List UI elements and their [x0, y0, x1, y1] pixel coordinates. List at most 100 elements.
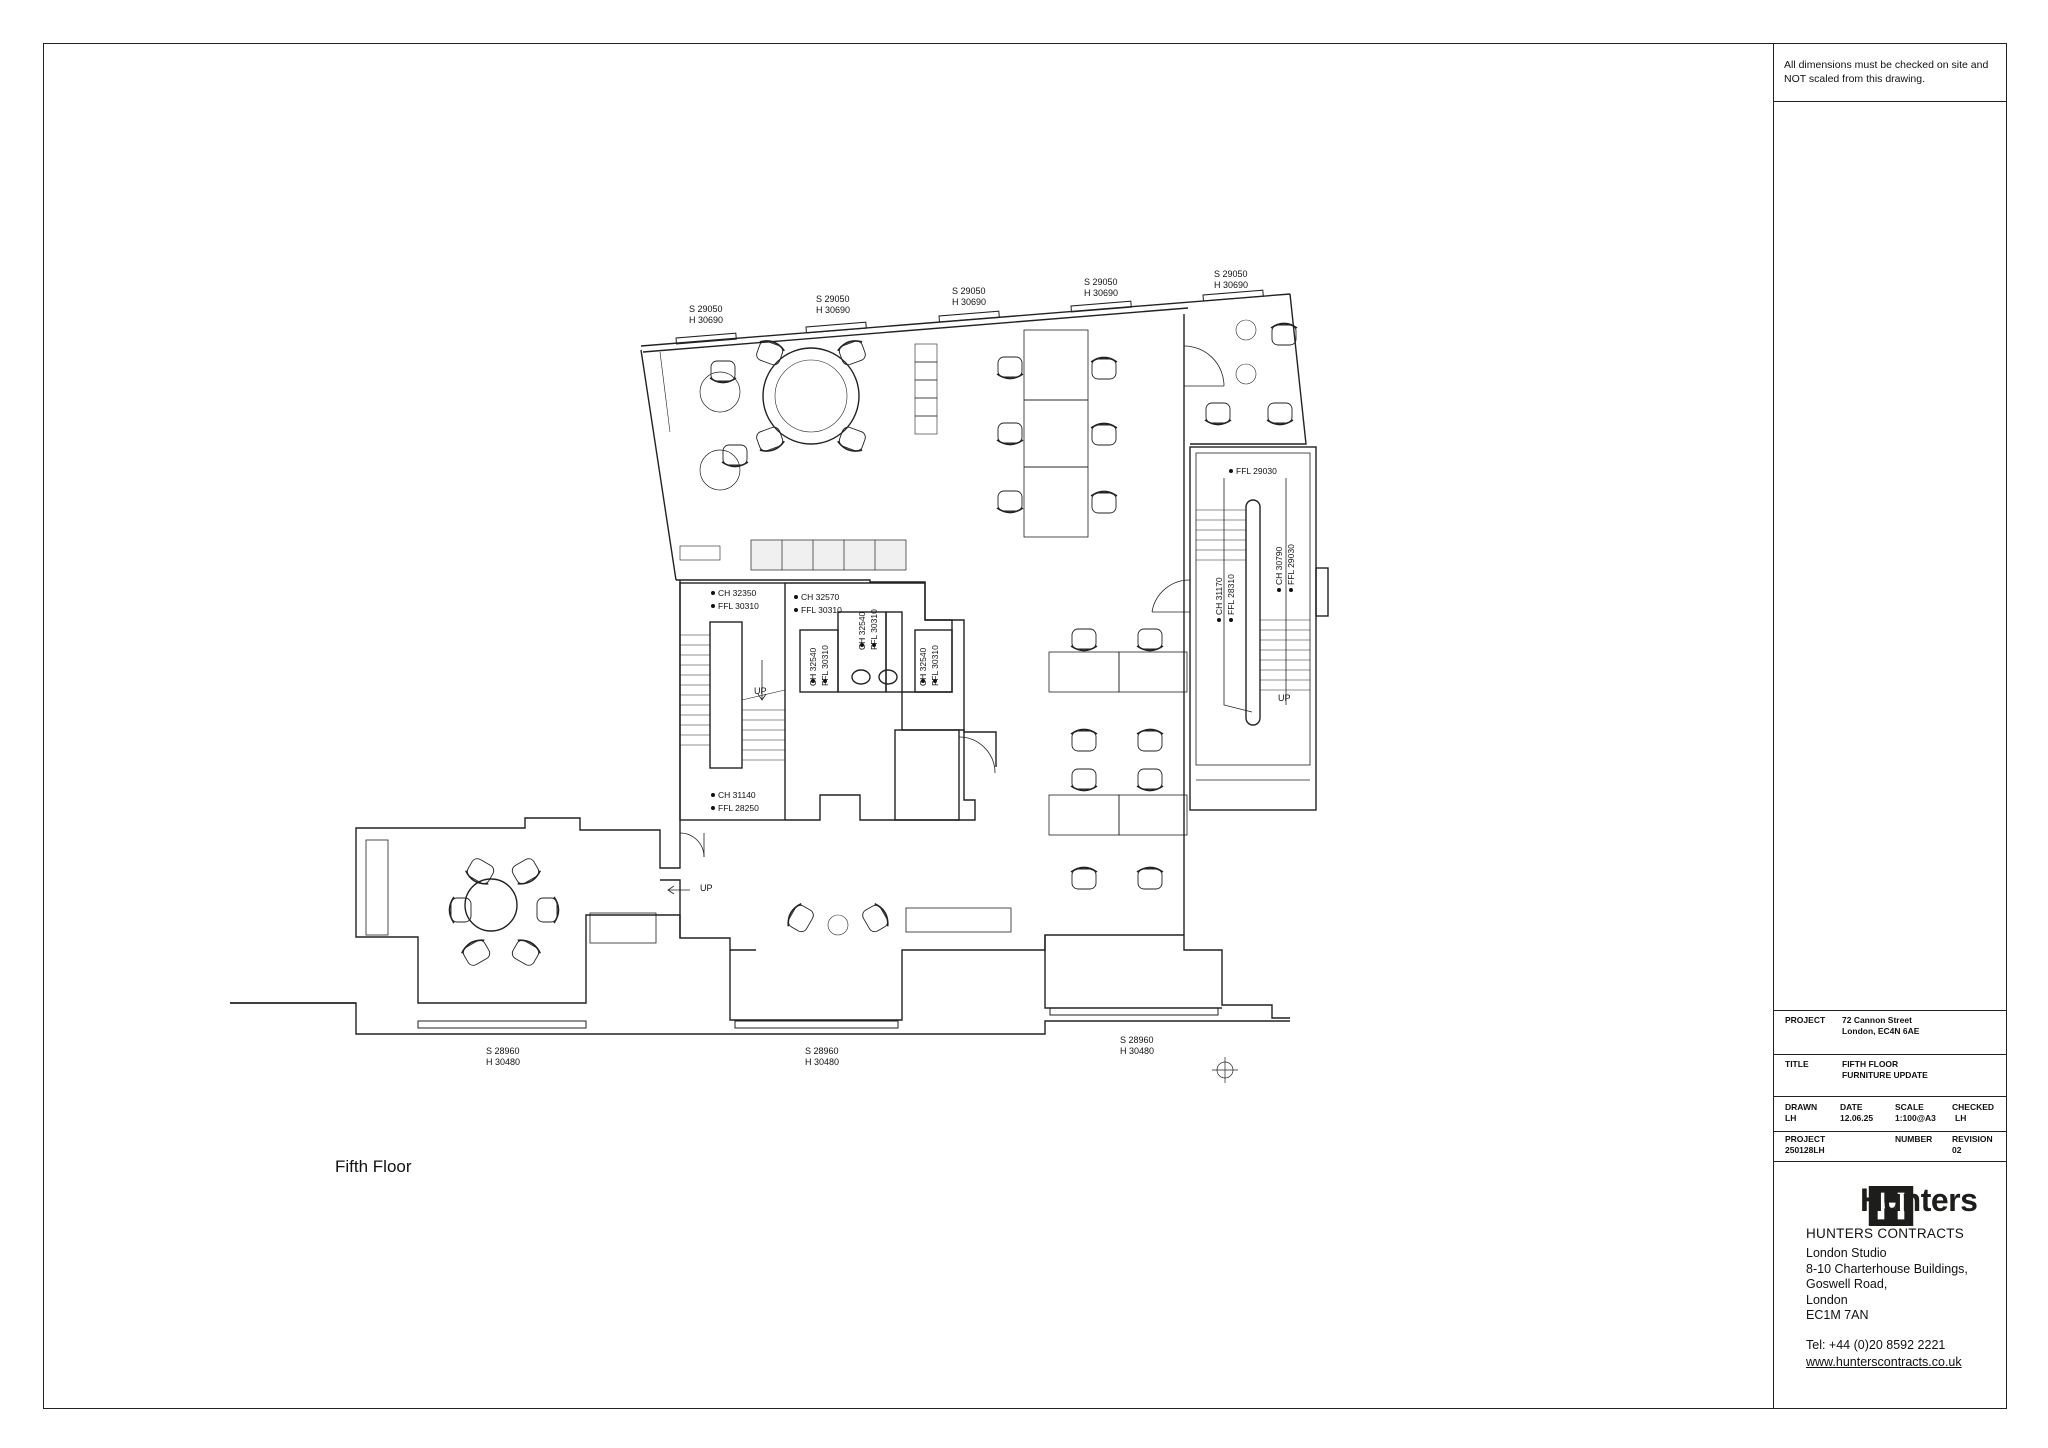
floor-level-label: FFL 30310: [820, 645, 830, 686]
level-label-s: S 29050: [1214, 269, 1248, 279]
ceiling-height-label: CH 31140: [718, 790, 756, 800]
chair-icon: [1136, 866, 1164, 890]
level-label-s: S 29050: [816, 294, 850, 304]
level-label-s: S 29050: [689, 304, 723, 314]
breakout-round-table-top: [774, 359, 848, 433]
company-address: London Studio 8-10 Charterhouse Building…: [1806, 1246, 1968, 1324]
chair-icon: [448, 896, 472, 924]
title-block-divider: [1773, 1161, 2007, 1162]
south-central-bay: [729, 934, 1184, 1021]
chair-icon: [1090, 422, 1118, 446]
title-line1: FIFTH FLOOR: [1842, 1059, 1899, 1069]
chair-icon: [1090, 490, 1118, 514]
telephone: Tel: +44 (0)20 8592 2221: [1806, 1338, 1946, 1352]
title-line2: FURNITURE UPDATE: [1842, 1070, 1928, 1080]
stair-path-east: [1223, 478, 1253, 713]
address-line: EC1M 7AN: [1806, 1308, 1869, 1322]
project-number-value: 250128LH: [1785, 1145, 1825, 1155]
chair-icon: [709, 360, 737, 384]
breakout-round-table: [762, 347, 860, 445]
chair-icon: [1270, 322, 1298, 346]
west-core: [355, 580, 756, 1004]
stair-core-east-inner: [1195, 452, 1311, 766]
project-number-label: PROJECT: [1785, 1134, 1826, 1144]
chair-icon: [837, 426, 866, 452]
scale-label: SCALE: [1895, 1102, 1924, 1112]
side-table-2: [1235, 363, 1257, 385]
chair-icon: [511, 939, 541, 966]
date-value: 12.06.25: [1840, 1113, 1874, 1123]
chair-icon: [787, 903, 814, 933]
ceiling-height-label: CH 32540: [808, 647, 818, 686]
chair-icon: [1070, 768, 1098, 792]
wc-basin-1: [851, 669, 871, 685]
wc-cubicle-4: [914, 629, 953, 693]
ceiling-height-label: CH 32570: [801, 592, 840, 602]
stair-core-west: [679, 582, 786, 821]
floor-level-label: FFL 29030: [1286, 544, 1296, 585]
stair-treads-west: [680, 634, 786, 761]
chair-icon: [756, 340, 785, 366]
stair-core-niche: [1315, 567, 1329, 617]
stair-handrail-east: [1245, 499, 1261, 726]
drawn-label: DRAWN: [1785, 1102, 1818, 1112]
chair-icon: [1266, 402, 1294, 426]
ceiling-height-label: CH 32350: [718, 588, 757, 598]
chair-icon: [1136, 628, 1164, 652]
desk-bank-north: [1023, 329, 1089, 538]
storage-lockers: [750, 539, 907, 571]
core-door-swing: [679, 832, 705, 858]
revision-label: REVISION: [1952, 1134, 1993, 1144]
round-meeting-table: [464, 878, 518, 932]
floor-level-label: FFL 28310: [1226, 574, 1236, 615]
level-label-s: S 28960: [486, 1046, 520, 1056]
side-unit: [589, 912, 657, 944]
south-east-bay: [1044, 935, 1222, 1009]
east-wall-north: [1190, 293, 1307, 445]
chair-icon: [1070, 728, 1098, 752]
desk-bank-east-b: [1048, 794, 1188, 836]
stair-core-east: [1189, 446, 1317, 811]
floor-level-label: FFL 29030: [1236, 466, 1277, 476]
riser-cupboard: [894, 729, 960, 821]
chair-icon: [996, 356, 1024, 380]
west-wall-inner: [659, 351, 671, 433]
chair-icon: [756, 426, 785, 452]
stair-up-label: UP: [754, 686, 767, 696]
chair-icon: [465, 858, 495, 885]
drawn-value: LH: [1785, 1113, 1797, 1123]
chair-icon: [1070, 628, 1098, 652]
website-link[interactable]: www.hunterscontracts.co.uk: [1806, 1355, 1962, 1369]
stair-arrow-head: [757, 693, 767, 701]
checked-value: LH: [1955, 1113, 1967, 1123]
level-label-h: H 30690: [689, 315, 723, 325]
ceiling-height-label: CH 32540: [918, 647, 928, 686]
floor-level-label: FFL 30310: [869, 609, 879, 650]
title-block-divider: [1773, 1096, 2007, 1097]
wc-basin-2: [878, 669, 898, 685]
floor-level-label: FFL 28250: [718, 803, 759, 813]
title-block: [1773, 43, 2007, 1409]
stair-treads-east: [1196, 509, 1310, 691]
side-table-1: [1235, 319, 1257, 341]
chair-icon: [536, 896, 560, 924]
project-address-line1: 72 Cannon Street: [1842, 1015, 1912, 1025]
chair-icon: [996, 422, 1024, 446]
floor-level-label: FFL 30310: [801, 605, 842, 615]
scale-value: 1:100@A3: [1895, 1113, 1936, 1123]
address-line: London: [1806, 1292, 1848, 1307]
credenza: [365, 839, 389, 936]
title-block-divider: [1773, 101, 2007, 102]
company-name: HUNTERS CONTRACTS: [1806, 1226, 1965, 1241]
level-label-h: H 30690: [952, 297, 986, 307]
level-label-h: H 30480: [486, 1057, 520, 1067]
chair-icon: [511, 858, 541, 885]
north-arrow-icon: [1212, 1057, 1238, 1083]
stair-up-label: UP: [1278, 693, 1291, 703]
title-label: TITLE: [1785, 1059, 1809, 1069]
chair-icon: [721, 444, 749, 468]
side-table-3: [827, 914, 849, 936]
stair-up-label: UP: [700, 883, 713, 893]
ramp-arrow-head: [667, 885, 675, 895]
